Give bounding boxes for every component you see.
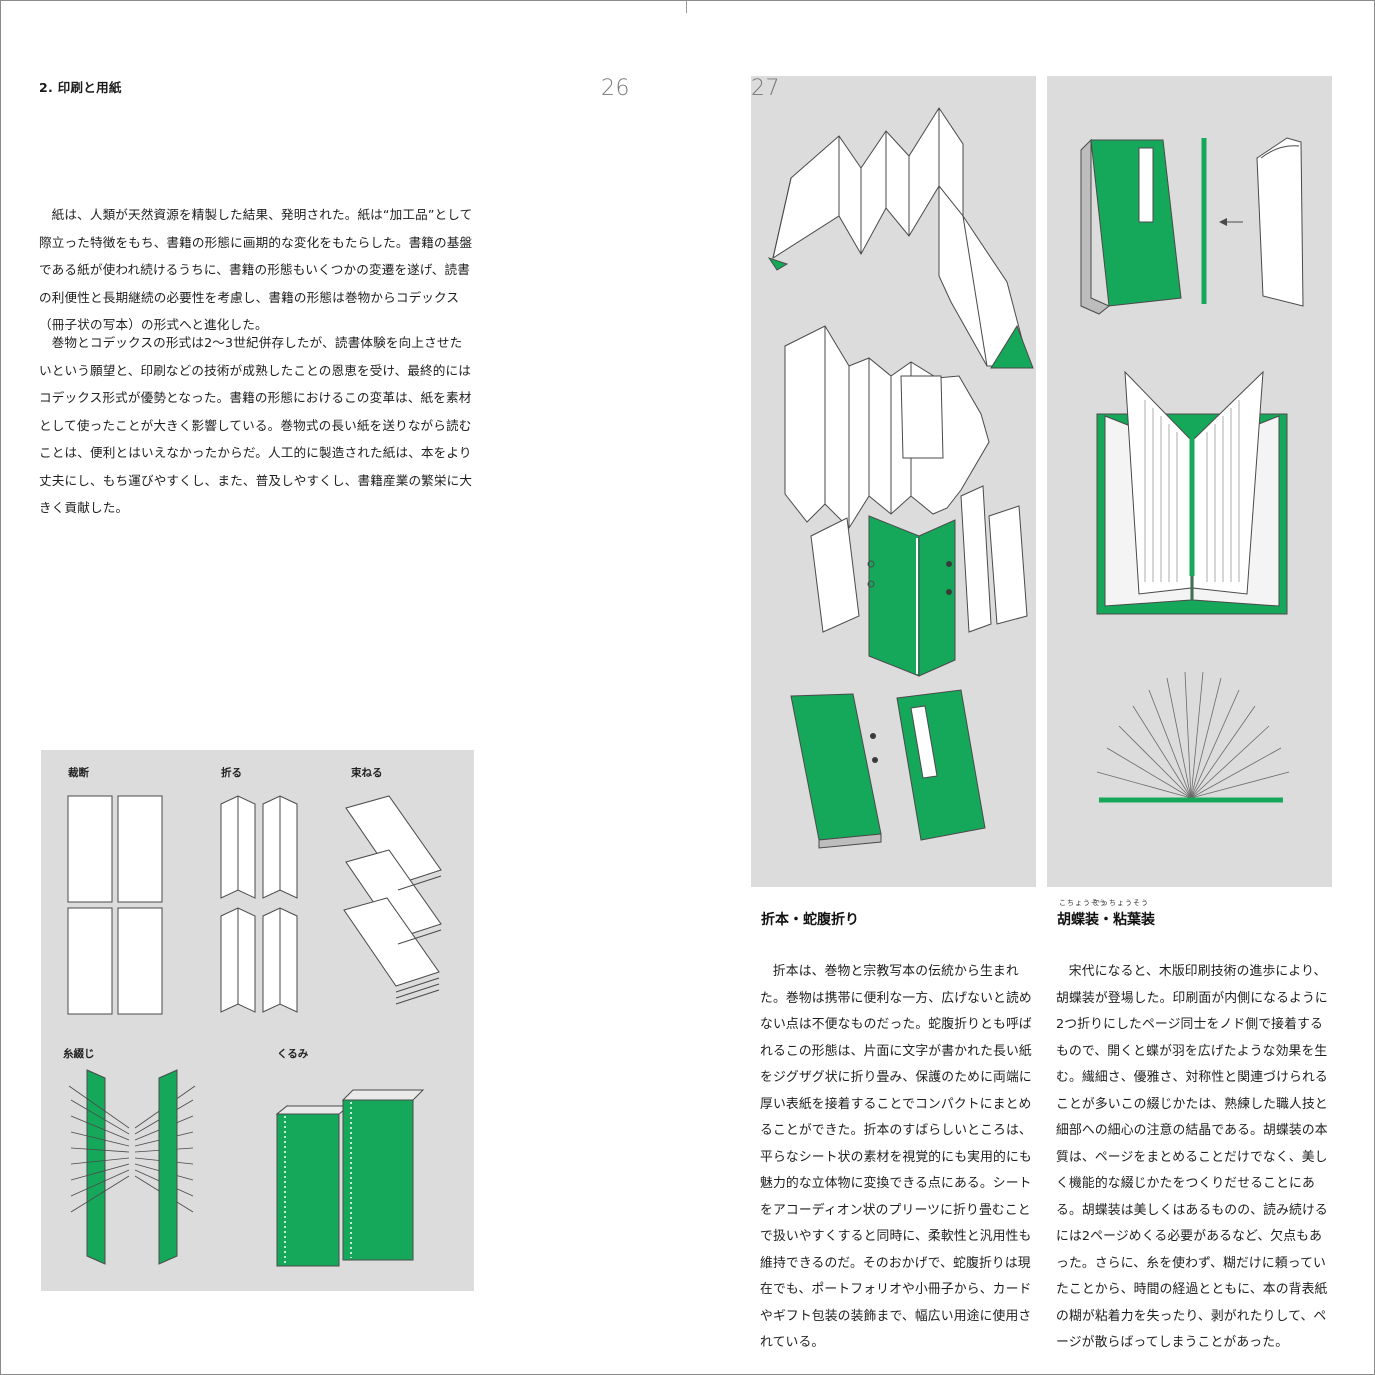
binding-process-figure: 裁断 折る 束ねる 糸綴じ くるみ: [41, 750, 474, 1291]
butterfly-heading: 胡蝶装・粘葉装: [1057, 912, 1155, 928]
accordion-fold-figure: 27: [751, 76, 1036, 887]
wrapped-book: [275, 1089, 425, 1267]
closed-butterfly-book: [1080, 137, 1304, 315]
label-fold: 折る: [221, 767, 242, 779]
gathered-signatures: [343, 795, 442, 1005]
folded-sheets: [220, 795, 298, 1013]
gutter-mark: [686, 1, 687, 13]
butterfly-binding-figure: [1047, 76, 1332, 887]
folded-accordion: [784, 325, 1028, 633]
page-number-right: 27: [751, 76, 780, 101]
section-heading: 2. 印刷と用紙: [39, 80, 122, 95]
accordion-books-flat: [790, 689, 986, 849]
accordion-fold-illustration: [767, 107, 1034, 849]
label-wrap: くるみ: [277, 1048, 309, 1060]
cut-sheets: [67, 795, 163, 1015]
butterfly-binding-illustration: [1080, 137, 1304, 803]
intro-paragraph-1: 紙は、人類が天然資源を精製した結果、発明された。紙は“加工品”として際立った特徴…: [39, 207, 473, 332]
fanned-pages: [1096, 671, 1290, 803]
open-butterfly-book: [1096, 370, 1288, 615]
accordion-cover-corner: [990, 324, 1034, 369]
glued-leaf-ruby: でっちょうそう: [1093, 899, 1149, 907]
butterfly-body: 宋代になると、木版印刷技術の進歩により、胡蝶装が登場した。印刷面が内側になるよう…: [1056, 964, 1328, 1350]
accordion-heading: 折本・蛇腹折り: [761, 912, 859, 928]
binding-process-illustration: [67, 795, 442, 1267]
intro-paragraph-2: 巻物とコデックスの形式は2〜3世紀併存したが、読書体験を向上させたいという願望と…: [39, 335, 473, 515]
accordion-body: 折本は、巻物と宗教写本の伝統から生まれた。巻物は携帯に便利な一方、広げないと読め…: [760, 964, 1032, 1350]
accordion-cover-corner-left: [767, 257, 789, 271]
label-sew: 糸綴じ: [63, 1048, 95, 1060]
label-gather: 束ねる: [351, 767, 383, 779]
sewn-book: [68, 1069, 196, 1265]
accordion-closed-covers: [867, 515, 956, 677]
label-cut: 裁断: [68, 767, 89, 779]
unfolded-accordion: [772, 107, 1030, 367]
page-number-left: 26: [601, 76, 630, 101]
butterfly-ruby: こちょうそう: [1059, 899, 1107, 907]
